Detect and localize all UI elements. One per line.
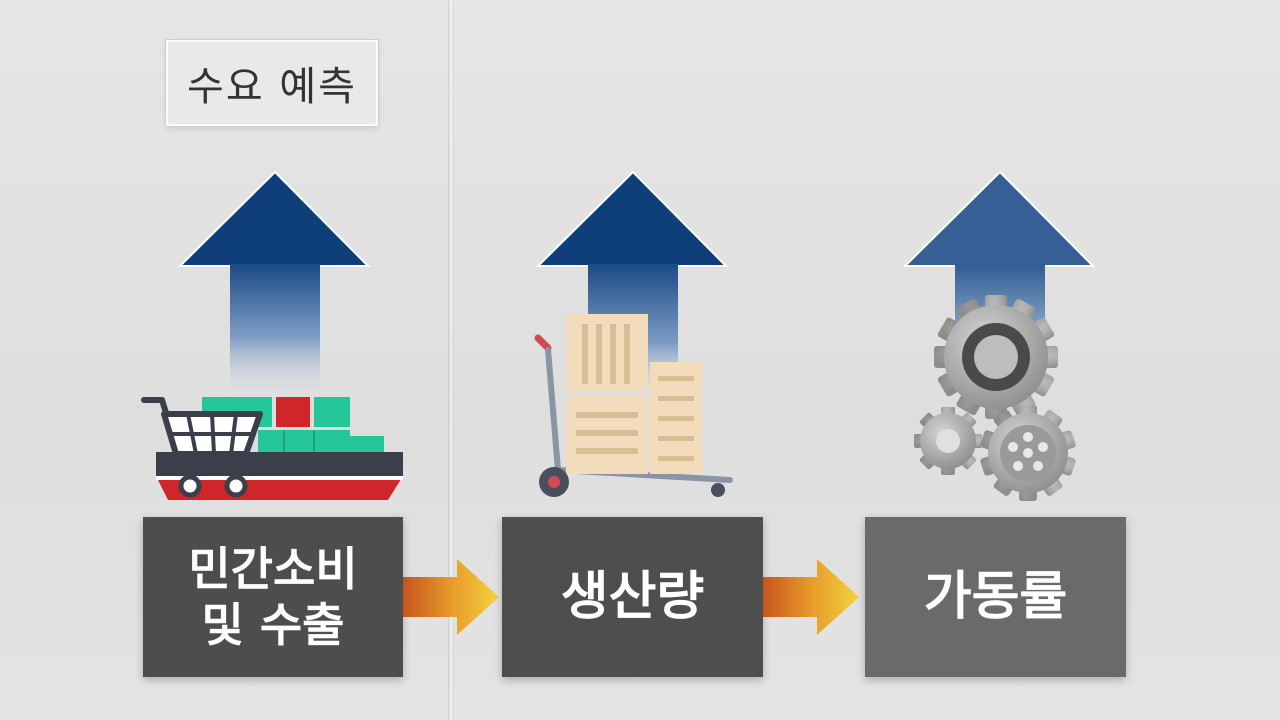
flow-arrow-1-icon: [403, 559, 499, 635]
flow-arrow-2-icon: [763, 559, 859, 635]
title-label-box: 수요 예측: [166, 40, 378, 126]
step-box-production: 생산량: [502, 517, 763, 677]
step-label-1: 민간소비 및 수출: [188, 542, 358, 652]
section-divider: [448, 0, 454, 720]
up-arrow-1: [177, 170, 371, 396]
step-box-utilization-rate: 가동률: [865, 517, 1126, 677]
gears-icon: [914, 295, 1076, 501]
hand-truck-boxes-icon: [534, 314, 733, 497]
step-box-private-consumption-export: 민간소비 및 수출: [143, 517, 403, 677]
step-label-2: 생산량: [560, 567, 705, 627]
cart-ship-icon: [141, 397, 403, 500]
diagram-title: 수요 예측: [187, 64, 357, 110]
step-label-3: 가동률: [923, 567, 1068, 627]
